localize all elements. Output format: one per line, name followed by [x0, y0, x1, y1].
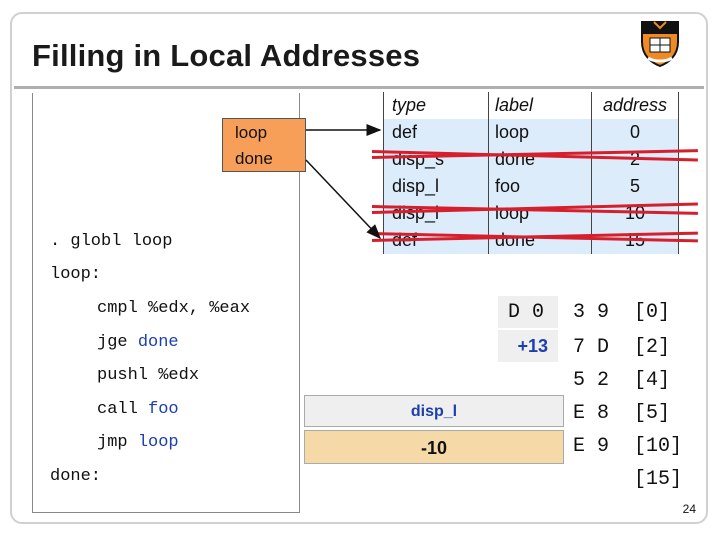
- symbol-table: loop done: [222, 118, 306, 172]
- row-label: loop: [488, 200, 592, 227]
- bytes-row-2: 7 D: [573, 336, 610, 359]
- bytes-row-5: E 9: [573, 435, 610, 458]
- label-loop: loop:: [50, 265, 102, 284]
- offset-10: [10]: [634, 435, 683, 458]
- code-line-cmpl: cmpl %edx, %eax: [97, 299, 251, 318]
- code-line-pushl: pushl %edx: [97, 366, 200, 385]
- offset-2: [2]: [634, 336, 671, 359]
- jge-target: done: [137, 333, 179, 352]
- code-panel: [32, 93, 300, 513]
- offset-0: [0]: [634, 301, 671, 324]
- patch-box: [498, 330, 558, 362]
- row-type: disp_l: [383, 173, 489, 200]
- row-address: 5: [591, 173, 679, 200]
- code-line-jmp: jmp loop: [97, 433, 179, 452]
- globl-directive: . globl: [50, 232, 132, 251]
- header-address: address: [591, 92, 679, 119]
- row-type: def: [383, 119, 489, 146]
- table-row: disp_l foo 5: [383, 173, 679, 200]
- row-label: done: [488, 227, 592, 254]
- relocation-table: type label address def loop 0 disp_s don…: [383, 92, 679, 254]
- row-label: foo: [488, 173, 592, 200]
- jge-op: jge: [97, 333, 138, 352]
- jmp-op: jmp: [97, 433, 138, 452]
- relocation-table-header: type label address: [383, 92, 679, 119]
- header-type: type: [383, 92, 489, 119]
- label-done: done:: [50, 467, 102, 486]
- row-address: 0: [591, 119, 679, 146]
- symbol-done: done: [235, 149, 273, 168]
- patch-plus13: +13: [517, 336, 548, 356]
- patch-disp-l: disp_l: [304, 395, 564, 427]
- offset-4: [4]: [634, 369, 671, 392]
- table-row: def loop 0: [383, 119, 679, 146]
- bytes-row-1: 3 9: [573, 301, 610, 324]
- patch-minus10: -10: [304, 430, 564, 464]
- symbol-loop: loop: [235, 123, 268, 142]
- row-label: loop: [488, 119, 592, 146]
- offset-15: [15]: [634, 468, 683, 491]
- code-line-call: call foo: [97, 400, 179, 419]
- globl-symbol: loop: [131, 232, 173, 251]
- opcode-d0: D 0: [508, 301, 545, 324]
- row-type: disp_l: [383, 200, 489, 227]
- slide-frame: [10, 12, 708, 524]
- call-target: foo: [148, 400, 179, 419]
- offset-5: [5]: [634, 402, 671, 425]
- globl-line: . globl loop: [50, 232, 172, 251]
- title-divider: [14, 86, 704, 89]
- bytes-row-4: E 8: [573, 402, 610, 425]
- shield-logo-icon: [641, 21, 679, 68]
- opcode-box: [498, 296, 558, 328]
- bytes-row-3: 5 2: [573, 369, 610, 392]
- jmp-target: loop: [137, 433, 179, 452]
- slide-title: Filling in Local Addresses: [32, 38, 421, 73]
- header-label: label: [488, 92, 592, 119]
- call-op: call: [97, 400, 149, 419]
- page-number: 24: [682, 502, 696, 516]
- row-label: done: [488, 146, 592, 173]
- code-line-jge: jge done: [97, 333, 179, 352]
